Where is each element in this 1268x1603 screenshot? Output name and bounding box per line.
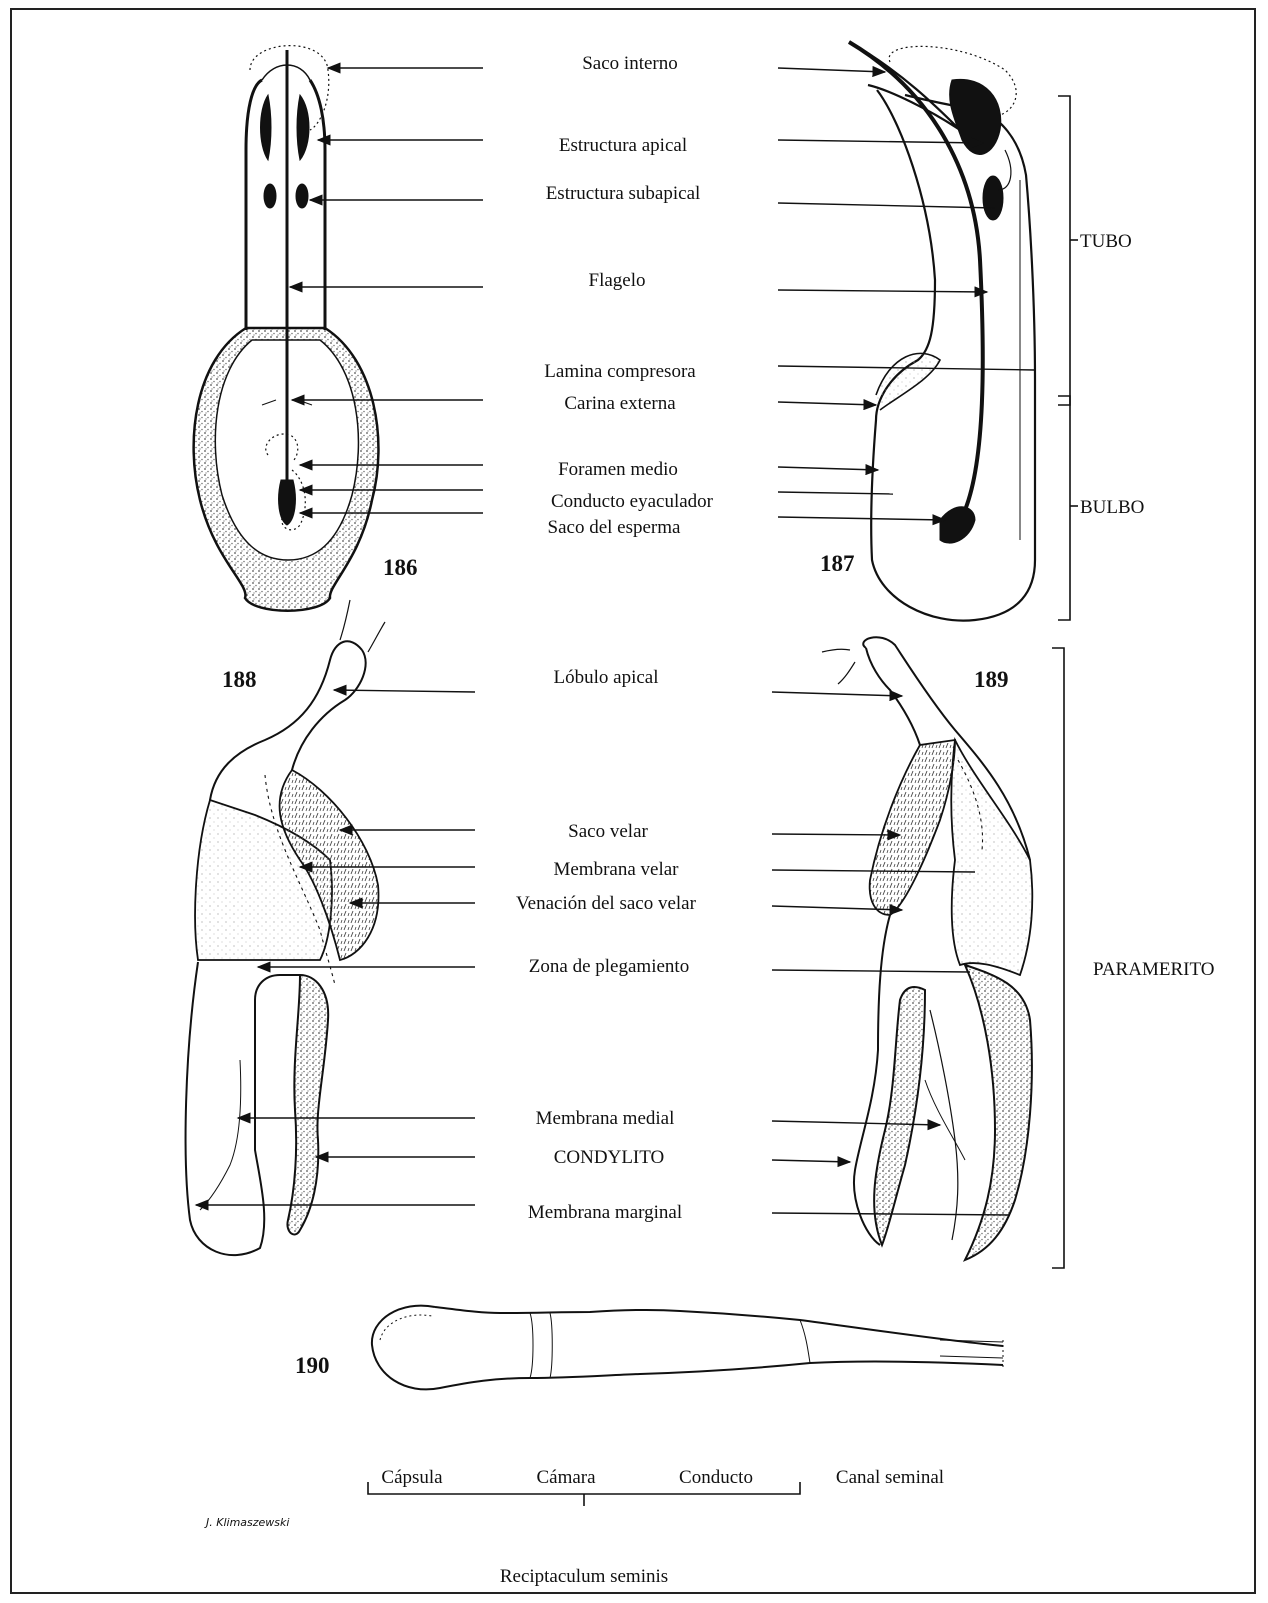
artist-signature: J. Klimaszewski (206, 1516, 289, 1529)
label-flagelo: Flagelo (589, 271, 646, 290)
label-conducto-eyaculador: Conducto eyaculador (551, 492, 713, 511)
label-lobulo-apical: Lóbulo apical (554, 668, 659, 687)
label-reciptaculum-seminis: Reciptaculum seminis (500, 1567, 668, 1586)
label-venacion-saco-velar: Venación del saco velar (516, 894, 696, 913)
label-saco-interno: Saco interno (582, 54, 678, 73)
label-membrana-marginal: Membrana marginal (528, 1203, 682, 1222)
label-bulbo: BULBO (1080, 498, 1144, 517)
figure-186-aedeagus-dorsal (194, 46, 379, 611)
figure-number-189: 189 (974, 668, 1009, 691)
label-saco-del-esperma: Saco del esperma (548, 518, 681, 537)
figure-number-188: 188 (222, 668, 257, 691)
label-membrana-velar: Membrana velar (553, 860, 678, 879)
figure-190-spermatheca (372, 1306, 1003, 1390)
label-condylito: CONDYLITO (554, 1148, 664, 1167)
label-canal-seminal: Canal seminal (836, 1468, 944, 1487)
label-estructura-subapical: Estructura subapical (546, 184, 701, 203)
label-lamina-compresora: Lamina compresora (544, 362, 695, 381)
label-zona-de-plegamiento: Zona de plegamiento (529, 957, 689, 976)
label-foramen-medio: Foramen medio (558, 460, 678, 479)
label-capsula: Cápsula (381, 1468, 442, 1487)
label-tubo: TUBO (1080, 232, 1132, 251)
label-carina-externa: Carina externa (564, 394, 675, 413)
figure-187-aedeagus-lateral (849, 42, 1035, 621)
figure-number-186: 186 (383, 556, 418, 579)
figure-189-paramere (822, 637, 1032, 1260)
label-camara: Cámara (536, 1468, 595, 1487)
label-estructura-apical: Estructura apical (559, 136, 687, 155)
label-saco-velar: Saco velar (568, 822, 648, 841)
label-membrana-medial: Membrana medial (536, 1109, 675, 1128)
figure-number-190: 190 (295, 1354, 330, 1377)
figure-number-187: 187 (820, 552, 855, 575)
label-conducto: Conducto (679, 1468, 753, 1487)
label-paramerito: PARAMERITO (1093, 960, 1214, 979)
